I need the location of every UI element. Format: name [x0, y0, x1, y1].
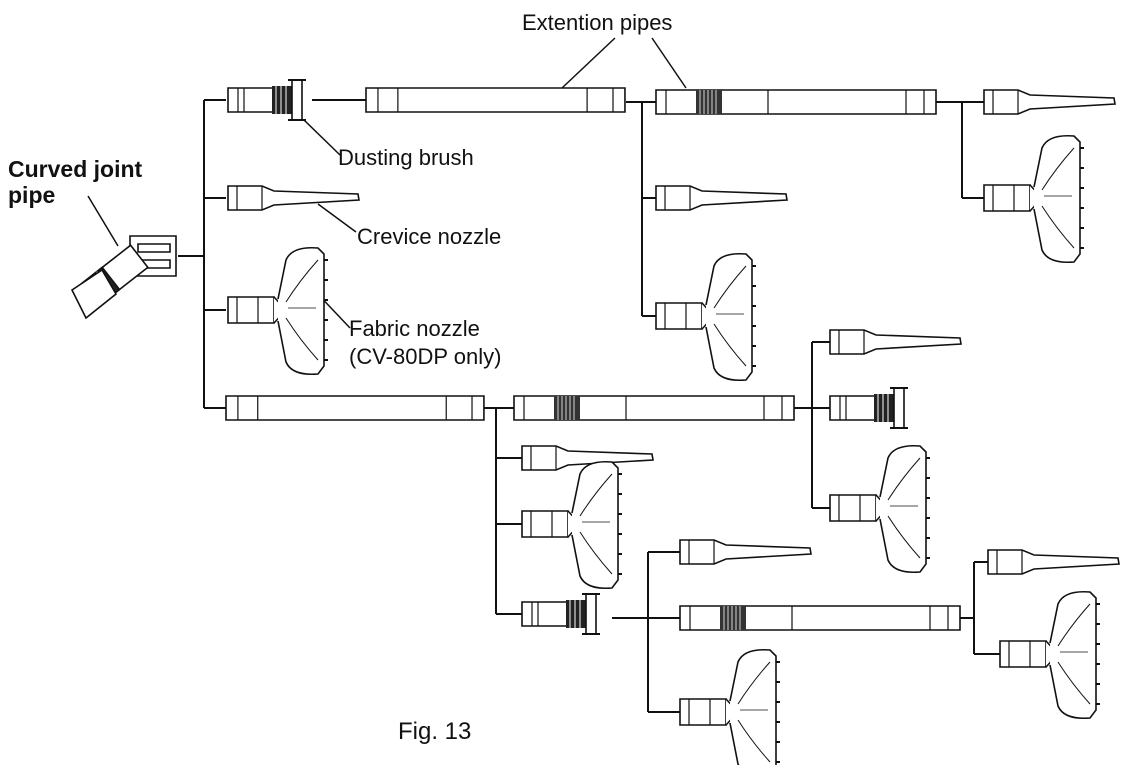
fabric-nozzle-label-line1: Fabric nozzle [349, 316, 480, 341]
crevice-nozzle [227, 185, 360, 211]
crevice-nozzle [679, 539, 812, 565]
fabric-nozzle [829, 444, 931, 574]
dusting-brush-label: Dusting brush [338, 145, 474, 170]
fabric-nozzle [999, 590, 1101, 720]
fabric-nozzle [983, 134, 1085, 264]
connector-lines [88, 38, 1000, 712]
extension-pipe-ribbed [655, 89, 937, 115]
fabric-nozzle [521, 460, 623, 590]
crevice-nozzle-label: Crevice nozzle [357, 224, 502, 249]
fabric-nozzle-label-line2: (CV-80DP only) [349, 344, 502, 369]
curved-joint-pipe [72, 236, 176, 318]
fabric-nozzle-label: Fabric nozzle (CV-80DP only) [349, 315, 501, 371]
crevice-nozzle [829, 329, 962, 355]
dusting-brush [521, 593, 601, 635]
crevice-nozzle [987, 549, 1120, 575]
extension-pipe-ribbed [513, 395, 795, 421]
curved-joint-pipe-label: Curved joint pipe [8, 156, 142, 208]
fabric-nozzle [655, 252, 757, 382]
crevice-nozzle [983, 89, 1116, 115]
curved-joint-pipe-label-line1: Curved joint [8, 156, 143, 182]
extension-pipe [365, 87, 626, 113]
fabric-nozzle [227, 246, 329, 376]
fabric-nozzle [679, 648, 781, 765]
extension-pipes-label: Extention pipes [522, 10, 673, 35]
curved-joint-pipe-label-line2: pipe [8, 182, 56, 208]
dusting-brush [227, 79, 307, 121]
dusting-brush [829, 387, 909, 429]
figure-caption: Fig. 13 [398, 718, 472, 745]
extension-pipe-ribbed [679, 605, 961, 631]
crevice-nozzle [655, 185, 788, 211]
extension-pipe [225, 395, 485, 421]
